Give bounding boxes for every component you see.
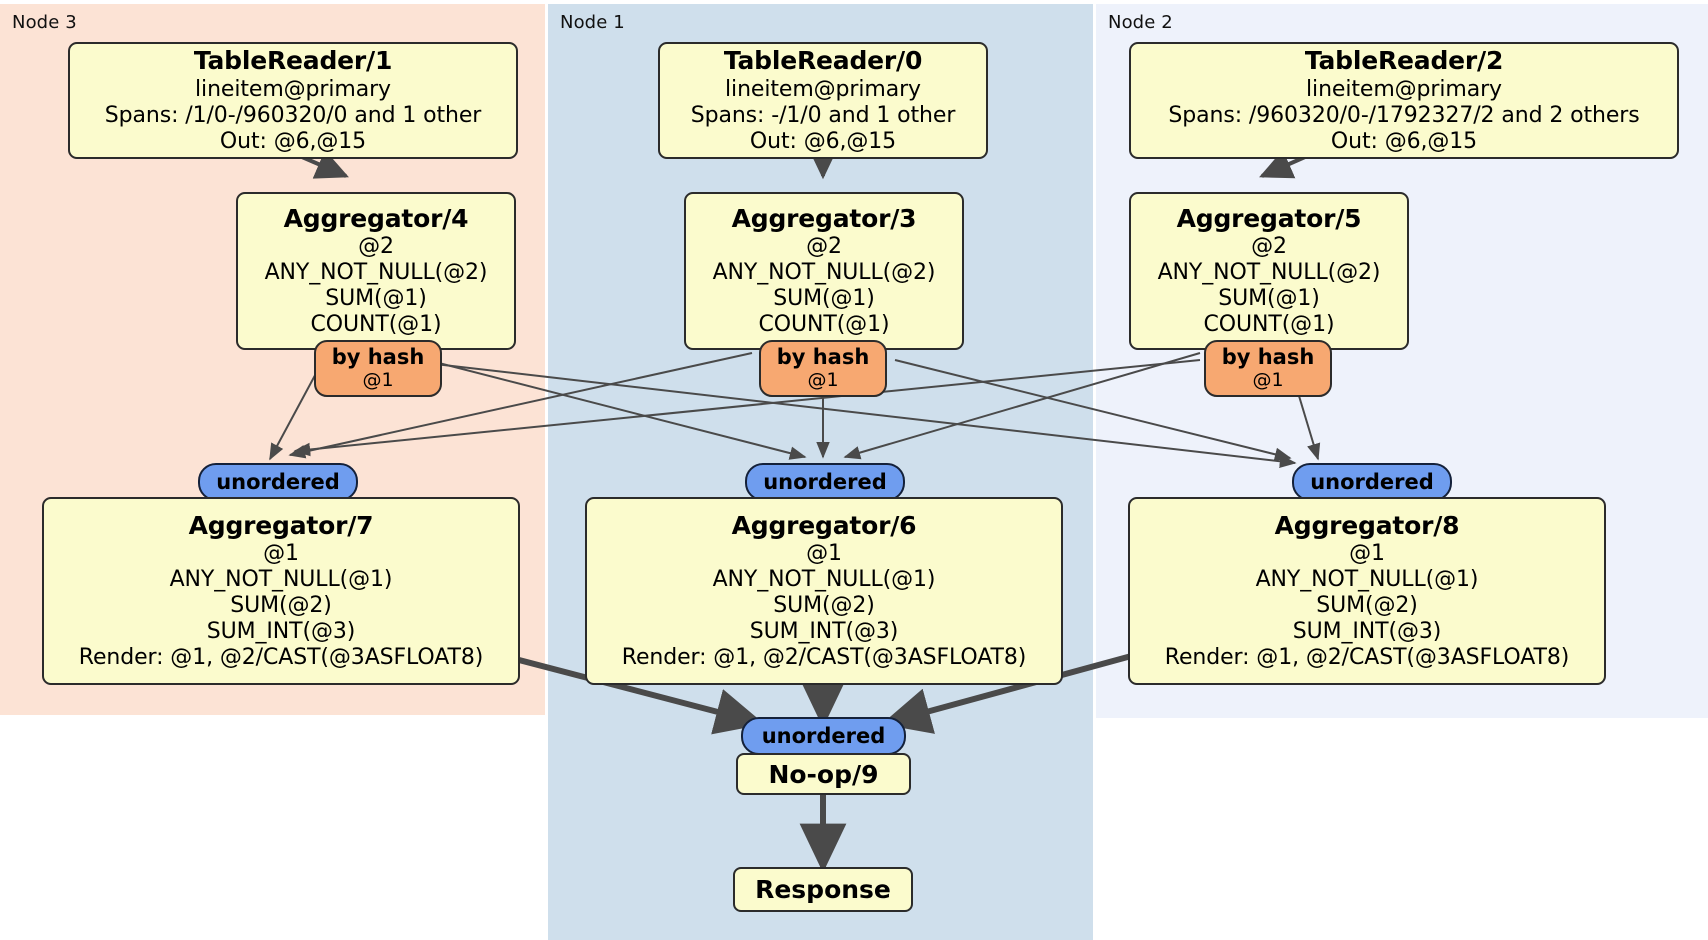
processor-agg-0: ANY_NOT_NULL(@1) bbox=[1255, 567, 1479, 593]
processor-spans: Spans: -/1/0 and 1 other bbox=[690, 102, 956, 128]
processor-out: Out: @6,@15 bbox=[749, 128, 897, 154]
processor-aggregator-6[interactable]: Aggregator/6 @1 ANY_NOT_NULL(@1) SUM(@2)… bbox=[585, 497, 1063, 685]
processor-group: @2 bbox=[1251, 234, 1287, 260]
synchronizer-unordered-node3[interactable]: unordered bbox=[198, 463, 358, 501]
processor-agg-2: SUM_INT(@3) bbox=[206, 619, 356, 645]
processor-table: lineitem@primary bbox=[1306, 76, 1502, 102]
processor-title: Aggregator/3 bbox=[731, 203, 917, 233]
node-panel-3-label: Node 3 bbox=[12, 12, 77, 33]
processor-agg-2: COUNT(@1) bbox=[310, 312, 442, 338]
processor-out: Out: @6,@15 bbox=[219, 128, 367, 154]
processor-aggregator-7[interactable]: Aggregator/7 @1 ANY_NOT_NULL(@1) SUM(@2)… bbox=[42, 497, 520, 685]
processor-agg-2: COUNT(@1) bbox=[1203, 312, 1335, 338]
processor-table: lineitem@primary bbox=[195, 76, 391, 102]
processor-tablereader-2[interactable]: TableReader/2 lineitem@primary Spans: /9… bbox=[1129, 42, 1679, 159]
processor-noop-9[interactable]: No-op/9 bbox=[736, 753, 911, 795]
synchronizer-unordered-node1[interactable]: unordered bbox=[745, 463, 905, 501]
processor-agg-2: SUM_INT(@3) bbox=[749, 619, 899, 645]
processor-group: @1 bbox=[806, 541, 842, 567]
processor-aggregator-8[interactable]: Aggregator/8 @1 ANY_NOT_NULL(@1) SUM(@2)… bbox=[1128, 497, 1606, 685]
processor-title: TableReader/2 bbox=[1304, 46, 1504, 76]
router-column: @1 bbox=[1252, 368, 1284, 391]
processor-agg-0: ANY_NOT_NULL(@2) bbox=[264, 260, 488, 286]
processor-render: Render: @1, @2/CAST(@3ASFLOAT8) bbox=[1164, 645, 1570, 671]
synchronizer-unordered-final[interactable]: unordered bbox=[741, 717, 906, 755]
processor-response[interactable]: Response bbox=[733, 867, 913, 912]
processor-title: Aggregator/7 bbox=[188, 510, 374, 540]
synchronizer-unordered-node2[interactable]: unordered bbox=[1292, 463, 1452, 501]
processor-group: @1 bbox=[1349, 541, 1385, 567]
processor-agg-0: ANY_NOT_NULL(@1) bbox=[169, 567, 393, 593]
processor-title: Aggregator/5 bbox=[1176, 203, 1362, 233]
processor-spans: Spans: /1/0-/960320/0 and 1 other bbox=[104, 102, 482, 128]
processor-agg-0: ANY_NOT_NULL(@2) bbox=[712, 260, 936, 286]
processor-title: TableReader/1 bbox=[193, 46, 393, 76]
processor-spans: Spans: /960320/0-/1792327/2 and 2 others bbox=[1168, 102, 1640, 128]
processor-agg-1: SUM(@1) bbox=[773, 286, 875, 312]
processor-title: Aggregator/8 bbox=[1274, 510, 1460, 540]
router-by-hash-node3[interactable]: by hash @1 bbox=[314, 340, 442, 397]
router-column: @1 bbox=[807, 368, 839, 391]
processor-title: TableReader/0 bbox=[723, 46, 923, 76]
processor-render: Render: @1, @2/CAST(@3ASFLOAT8) bbox=[78, 645, 484, 671]
processor-agg-1: SUM(@1) bbox=[325, 286, 427, 312]
processor-agg-1: SUM(@2) bbox=[230, 593, 332, 619]
router-by-hash-node2[interactable]: by hash @1 bbox=[1204, 340, 1332, 397]
processor-group: @2 bbox=[806, 234, 842, 260]
processor-out: Out: @6,@15 bbox=[1330, 128, 1478, 154]
processor-render: Render: @1, @2/CAST(@3ASFLOAT8) bbox=[621, 645, 1027, 671]
processor-tablereader-1[interactable]: TableReader/1 lineitem@primary Spans: /1… bbox=[68, 42, 518, 159]
processor-title: Aggregator/4 bbox=[283, 203, 469, 233]
processor-agg-1: SUM(@1) bbox=[1218, 286, 1320, 312]
processor-title: Aggregator/6 bbox=[731, 510, 917, 540]
processor-tablereader-0[interactable]: TableReader/0 lineitem@primary Spans: -/… bbox=[658, 42, 988, 159]
processor-agg-0: ANY_NOT_NULL(@1) bbox=[712, 567, 936, 593]
router-by-hash-node1[interactable]: by hash @1 bbox=[759, 340, 887, 397]
router-title: by hash bbox=[331, 345, 425, 370]
processor-agg-1: SUM(@2) bbox=[1316, 593, 1418, 619]
processor-group: @1 bbox=[263, 541, 299, 567]
processor-group: @2 bbox=[358, 234, 394, 260]
processor-agg-2: SUM_INT(@3) bbox=[1292, 619, 1442, 645]
processor-agg-1: SUM(@2) bbox=[773, 593, 875, 619]
processor-aggregator-4[interactable]: Aggregator/4 @2 ANY_NOT_NULL(@2) SUM(@1)… bbox=[236, 192, 516, 350]
router-column: @1 bbox=[362, 368, 394, 391]
processor-aggregator-5[interactable]: Aggregator/5 @2 ANY_NOT_NULL(@2) SUM(@1)… bbox=[1129, 192, 1409, 350]
processor-aggregator-3[interactable]: Aggregator/3 @2 ANY_NOT_NULL(@2) SUM(@1)… bbox=[684, 192, 964, 350]
router-title: by hash bbox=[1221, 345, 1315, 370]
processor-agg-0: ANY_NOT_NULL(@2) bbox=[1157, 260, 1381, 286]
router-title: by hash bbox=[776, 345, 870, 370]
processor-agg-2: COUNT(@1) bbox=[758, 312, 890, 338]
node-panel-2-label: Node 2 bbox=[1108, 12, 1173, 33]
node-panel-1-label: Node 1 bbox=[560, 12, 625, 33]
processor-table: lineitem@primary bbox=[725, 76, 921, 102]
